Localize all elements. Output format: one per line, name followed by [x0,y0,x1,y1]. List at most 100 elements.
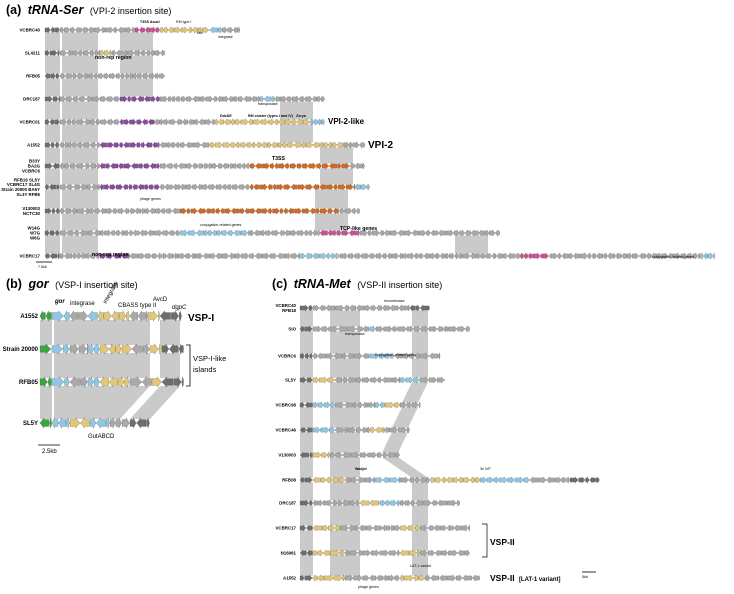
gene-arrow [379,499,386,507]
gene-arrow [406,426,410,434]
gene-arrow [79,229,88,237]
gene-arrow [498,476,508,484]
gene-arrow [172,207,180,215]
gene-arrow [98,49,100,57]
gene-arrow [51,141,55,149]
gene-arrow [362,352,370,360]
panel-c-subtitle: (VSP-II insertion site) [357,280,442,290]
gene-arrow [341,229,349,237]
panel-b: (b) gor (VSP-I insertion site) A1552Stra… [3,277,227,455]
gene-arrow [323,549,330,557]
gene-arrow [478,229,485,237]
gene-arrow [651,252,658,260]
gene-arrow [566,476,570,484]
gene-arrow [69,417,81,429]
gene-arrow [299,325,304,333]
synteny-link [40,386,52,419]
gene-arrow [387,252,392,260]
gene-arrow [321,118,325,126]
gene-arrow [297,183,306,191]
synteny-link [45,78,60,97]
gene-arrow [129,252,138,260]
gene-arrow [215,207,221,215]
gene-arrow [424,574,431,582]
synteny-link [412,358,428,378]
gene-arrow [271,141,278,149]
gene-arrow [129,207,135,215]
gene-arrow [351,476,357,484]
synteny-link [120,78,153,97]
gene-arrow [205,207,212,215]
gene-arrow [99,49,104,57]
gene-arrow [415,499,424,507]
gene-arrow [341,162,350,170]
gene-arrow [230,141,236,149]
gene-arrow [107,141,114,149]
gene-arrow [44,72,51,80]
gene-arrow [415,352,421,360]
gene-arrow [496,252,504,260]
synteny-link [45,189,60,209]
gene-arrow [398,304,408,312]
gene-arrow [99,141,107,149]
gene-arrow [49,417,52,429]
gene-arrow [259,95,264,103]
gene-arrow [348,229,357,237]
gene-arrow [223,95,229,103]
synteny-link [40,320,52,345]
gene-arrow [261,229,266,237]
gene-arrow [118,162,124,170]
gene-arrow [44,207,52,215]
gene-arrow [113,252,122,260]
gene-arrow [285,118,292,126]
gene-arrow [155,26,160,34]
gene-arrow [109,72,116,80]
gene-arrow [96,417,106,429]
gene-arrow [398,426,407,434]
gene-arrow [151,95,156,103]
gene-arrow [371,229,380,237]
gene-arrow [142,72,149,80]
synteny-link [130,386,180,419]
gene-arrow [134,49,142,57]
gene-arrow [334,426,344,434]
gene-arrow [352,401,358,409]
gene-arrow [389,352,394,360]
gene-arrow [384,426,390,434]
gene-arrow [320,476,326,484]
gene-arrow [57,49,60,57]
gene-arrow [454,229,460,237]
label-gor: gor [54,299,65,305]
gene-arrow [411,401,419,409]
label-phage-genes-c: phage genes [358,585,379,589]
gene-arrow [117,376,125,388]
gene-arrow [155,72,160,80]
gene-arrow [398,476,400,484]
gene-arrow [86,95,92,103]
gene-arrow [243,95,252,103]
gene-arrow [382,304,390,312]
gene-arrow [120,72,125,80]
gene-arrow [661,252,669,260]
gene-arrow [472,574,480,582]
gene-arrow [129,310,138,322]
gene-arrow [106,252,113,260]
gene-arrow [236,141,241,149]
gene-arrow [448,549,458,557]
gene-arrow [330,401,335,409]
gene-arrow [264,95,272,103]
panel-b-letter: (b) [6,277,22,291]
gene-arrow [47,376,52,388]
gene-arrow [397,229,405,237]
label-wadjet: Wadjet [355,467,367,471]
gene-arrow [475,252,481,260]
gene-arrow [80,376,88,388]
gene-arrow [357,401,363,409]
gene-arrow [309,118,314,126]
synteny-link [330,382,360,403]
gene-arrow [212,162,217,170]
gene-arrow [188,229,197,237]
gene-arrow [514,476,524,484]
gene-arrow [446,524,454,532]
synteny-link [330,505,360,526]
